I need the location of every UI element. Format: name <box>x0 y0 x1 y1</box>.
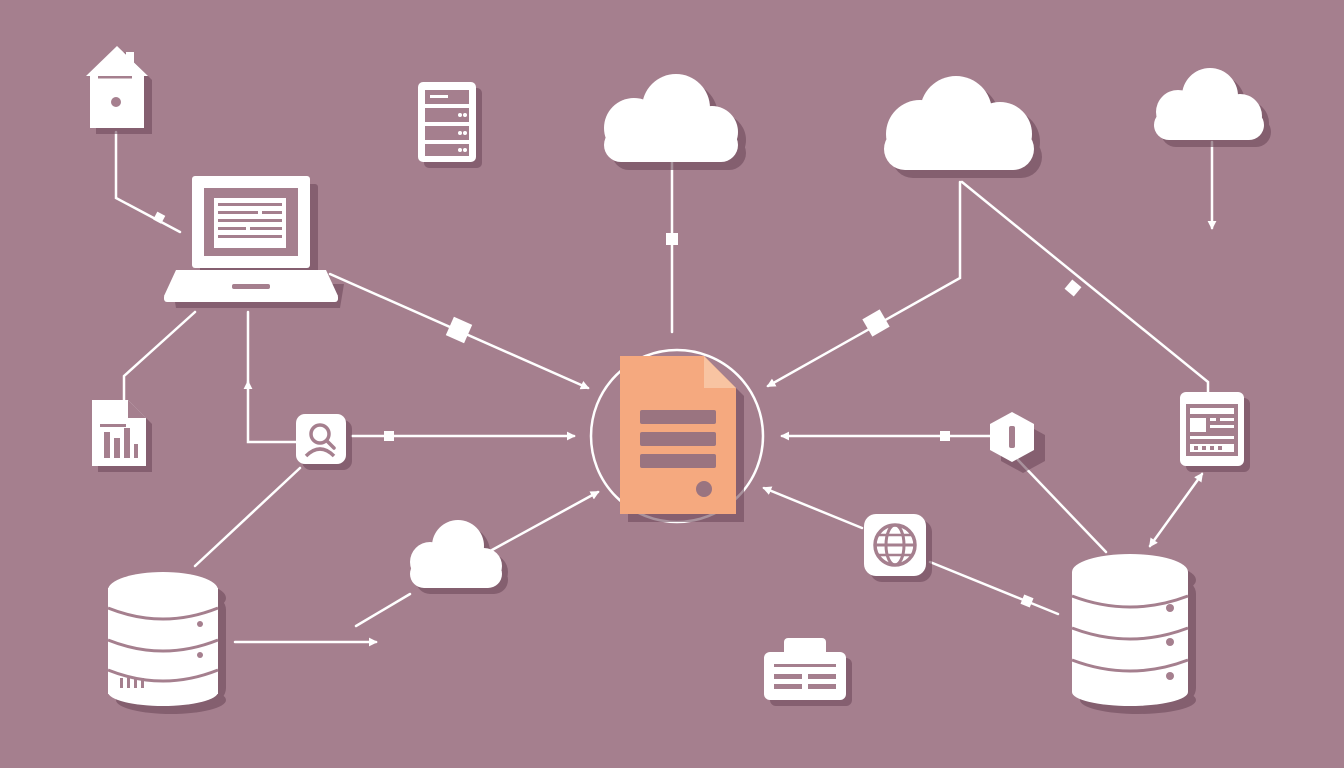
connector-dashboard-db <box>1148 472 1204 548</box>
connector-house-laptop <box>114 130 182 234</box>
connector-node <box>666 233 678 245</box>
document-hub-icon <box>589 348 765 524</box>
connector-node <box>445 316 473 344</box>
server-rack-icon <box>418 82 482 168</box>
connector-laptop-file <box>122 310 197 402</box>
globe-icon <box>864 514 932 582</box>
connectors <box>114 130 1217 647</box>
connector-node <box>384 431 394 441</box>
cloud-icon <box>410 520 508 594</box>
connector-node <box>1064 279 1082 297</box>
connector-db-globe <box>928 560 1060 616</box>
connector-cloud-hub <box>490 490 600 552</box>
connector-bigcloud-hub <box>766 180 962 388</box>
connector-user-db <box>193 466 302 568</box>
cloud-icon <box>884 76 1042 178</box>
laptop-icon <box>164 176 344 308</box>
connector-node <box>940 431 950 441</box>
connector-node <box>153 211 166 224</box>
connector-shield-db <box>1016 458 1108 554</box>
database-icon <box>1071 554 1196 714</box>
briefcase-icon <box>764 638 852 706</box>
cloud-icon <box>1154 68 1271 147</box>
dashboard-window-icon <box>1180 392 1250 472</box>
database-icon <box>107 572 226 714</box>
connector-node <box>862 309 890 337</box>
connector-node <box>1020 594 1034 608</box>
shield-icon <box>990 412 1045 473</box>
user-search-icon <box>296 414 352 470</box>
file-chart-icon <box>92 400 152 472</box>
connector-globe-hub <box>762 486 864 530</box>
connector-bigcloud-dashboard <box>960 180 1210 398</box>
connector-cloud-lower <box>354 592 412 628</box>
house-icon <box>86 46 152 134</box>
cloud-icon <box>604 74 746 170</box>
